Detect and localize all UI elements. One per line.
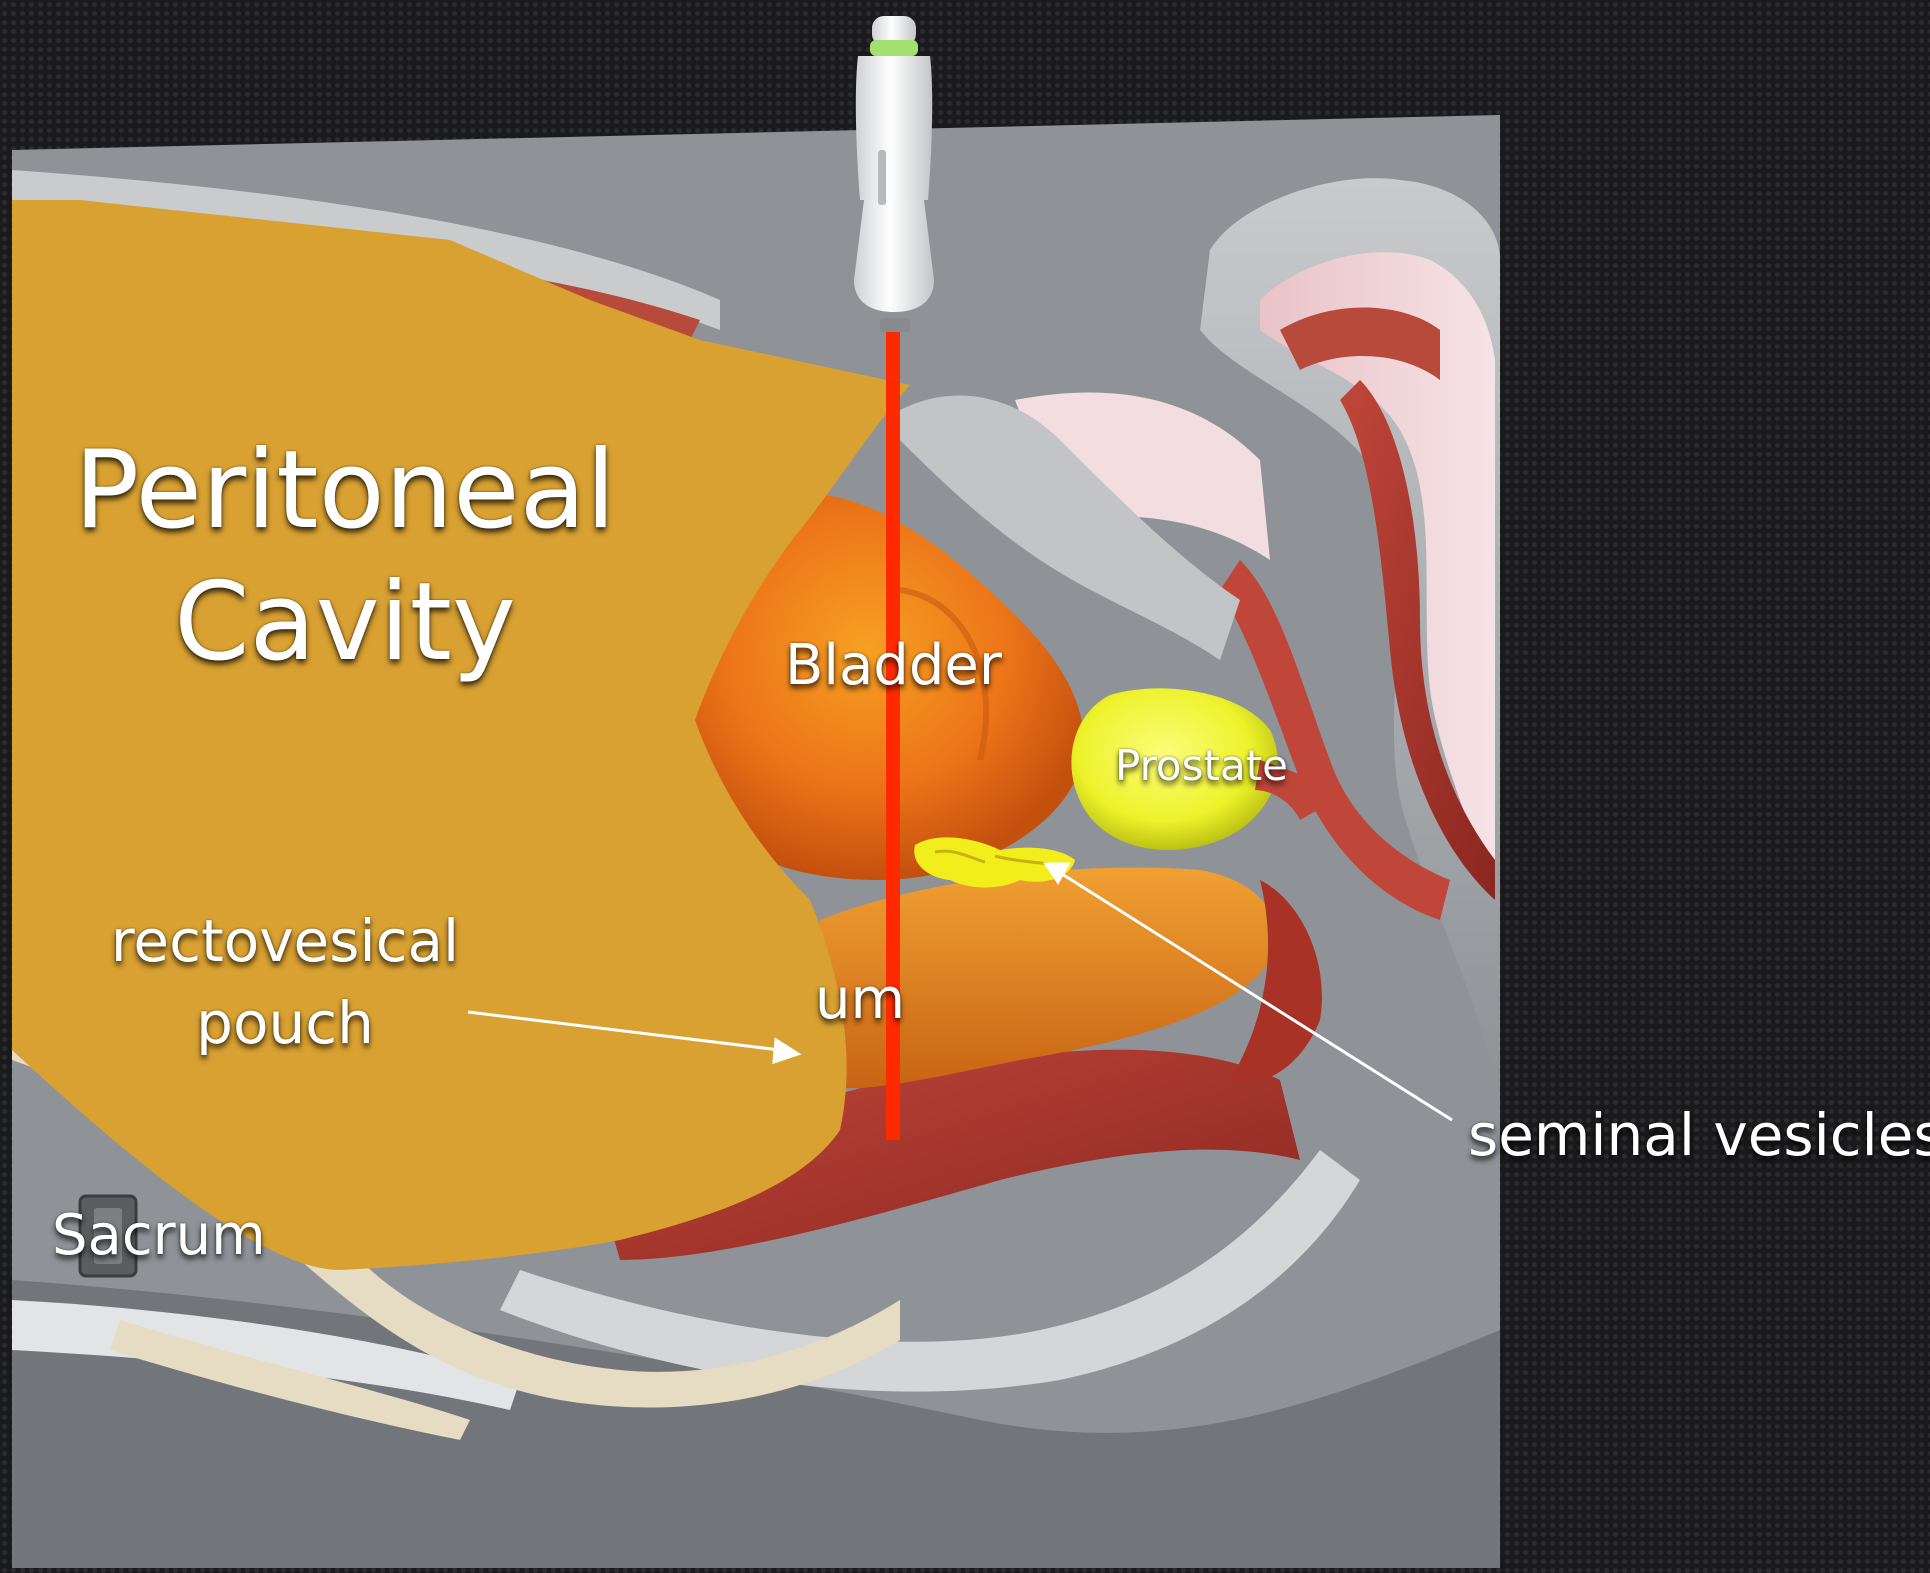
ultrasound-probe-icon [854, 16, 934, 332]
pouch-label-line1: rectovesical [95, 900, 475, 982]
prostate-label: Prostate [1115, 745, 1288, 787]
bladder-label: Bladder [785, 638, 1002, 694]
peritoneal-label-line2: Cavity [40, 557, 650, 689]
seminal-vesicles-label: seminal vesicles [1468, 1106, 1930, 1164]
rectum-label: um [815, 972, 905, 1028]
sacrum-label: Sacrum [52, 1208, 266, 1264]
peritoneal-label-line1: Peritoneal [40, 425, 650, 557]
peritoneal-cavity-label: Peritoneal Cavity [40, 425, 650, 689]
pouch-label-line2: pouch [95, 982, 475, 1064]
rectovesical-pouch-label: rectovesical pouch [95, 900, 475, 1064]
